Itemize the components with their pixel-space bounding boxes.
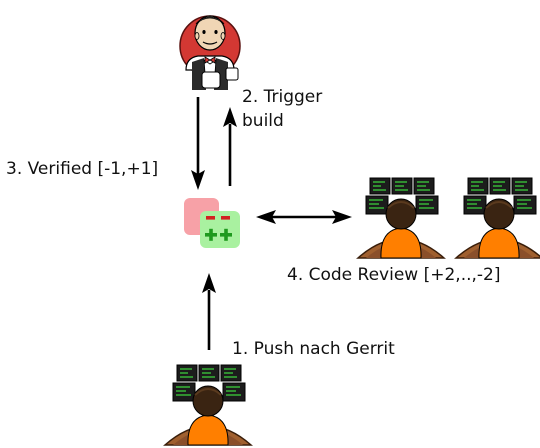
developer-workstation-icon	[455, 177, 540, 259]
code-review-label: 4. Code Review [+2,..,-2]	[287, 265, 501, 285]
trigger-label-line2: build	[242, 111, 284, 131]
push-arrow	[202, 273, 216, 350]
developer-workstation-icon	[164, 364, 252, 446]
trigger-arrow	[223, 107, 237, 186]
verified-arrow	[191, 97, 205, 190]
developer-workstation-icon	[357, 177, 445, 259]
jenkins-butler-icon	[179, 15, 241, 90]
code-review-arrow	[256, 210, 352, 224]
gerrit-review-icon	[184, 198, 240, 248]
trigger-label-line1: 2. Trigger	[242, 87, 323, 107]
trigger-build-label: 2. Trigger build	[242, 85, 322, 133]
push-label: 1. Push nach Gerrit	[232, 339, 395, 359]
verified-label: 3. Verified [-1,+1]	[6, 159, 159, 179]
